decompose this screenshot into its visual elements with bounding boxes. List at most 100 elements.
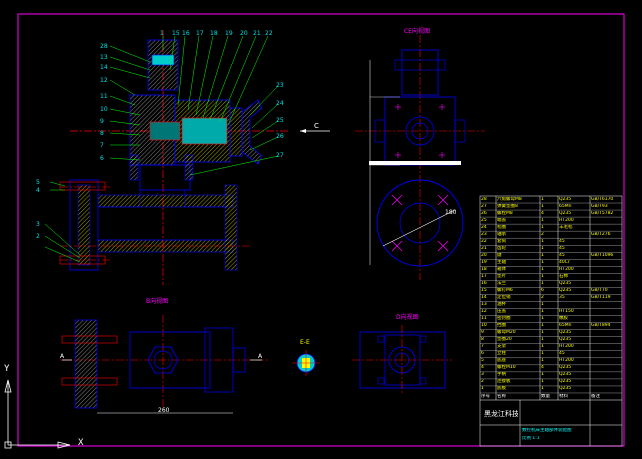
title-block-cell: 27 [481,203,487,209]
title-block-cell: 45 [559,252,565,258]
callout-top-1: 15 [172,30,180,37]
title-block-cell: 17 [481,273,487,279]
title-block-cell: 羊毛毡 [559,224,573,230]
title-block-cell: Q235 [559,210,572,216]
title-block-cell: 1 [541,245,544,251]
title-block-cell: 2 [541,231,544,237]
title-block-cell: 底板 [497,386,506,392]
callout-left-3: 12 [100,77,108,84]
title-block-cell: HT200 [559,344,574,350]
callout-top-0: 1 [160,30,164,37]
title-block-cell: 1 [541,266,544,272]
title-block-cell: 端盖 [497,217,506,223]
callout-left-10: 5 [36,179,40,186]
title-block-cell: 毡圈 [497,224,506,230]
callout-left-11: 4 [36,187,40,194]
title-block-cell: 键 [497,252,502,258]
d-direction-view[interactable] [352,325,452,395]
title-block-drawing-title: 数控机床主轴部件装配图 [522,428,572,433]
title-block-header-cell: 数量 [541,393,550,399]
callout-left-2: 14 [100,64,108,71]
title-block-cell: 18 [481,266,487,272]
title-block-cell: Q235 [559,365,572,371]
ce-direction-view[interactable] [355,35,485,280]
title-block-cell: 9 [481,330,484,336]
callout-top-2: 16 [182,30,190,37]
leader-lines-left [44,45,151,263]
drawing-border [17,13,625,447]
title-block-cell: 套筒 [497,238,506,244]
callout-right-0: 23 [276,82,284,89]
title-block-cell: 六角螺母M8 [497,196,522,202]
title-block-cell: 8 [481,337,484,343]
title-block-cell: 23 [481,231,487,237]
title-block-cell: 1 [541,203,544,209]
ce-view-title: CE向视图 [404,28,430,35]
title-block-cell: GB/T894 [591,323,611,329]
title-block-cell: 40Cr [559,259,570,265]
title-block-cell: 1 [541,309,544,315]
title-block-cell: 13 [481,302,487,307]
title-block-cell: Q235 [559,372,572,378]
title-block-cell: GB/T70 [591,287,608,293]
title-block-cell: 螺栓M10 [497,365,516,371]
callout-left-7: 8 [100,130,104,137]
title-block-cell: 6 [541,287,544,293]
title-block-cell: 3 [481,372,484,378]
title-block-header-cell: 备注 [591,393,600,399]
title-block-cell: 5 [481,358,484,364]
title-block-cell: 挡圈 [497,323,506,329]
title-block-school: 黑龙江科技学院 [484,410,518,418]
title-block-cell: 45 [559,351,565,357]
callout-left-13: 2 [36,233,40,240]
callout-left-1: 13 [100,54,108,61]
title-block-cell: 箱体 [497,266,506,272]
title-block-cell: 4 [541,210,544,216]
callout-left-5: 10 [100,106,108,113]
section-a-right-label: A [258,353,263,360]
detail-e-e[interactable] [292,350,320,376]
title-block-cell: 油杯 [497,302,506,307]
callout-left-0: 28 [100,43,108,50]
title-block-cell: 主轴 [497,259,506,265]
title-block-row-lines [480,202,622,394]
title-block-cell: 垫圈20 [497,337,512,343]
title-block-cell: 1 [541,259,544,265]
title-block-cell: Q235 [559,386,572,392]
title-block-cell: 螺母M20 [497,330,516,336]
title-block-cell: 4 [481,365,484,371]
leader-lines-top [162,35,279,176]
title-block-cell: 16 [481,280,487,286]
bottom-width-dim: 260 [158,407,170,414]
title-block-cell: 14 [481,295,487,300]
title-block-cell: HT200 [559,358,574,364]
title-block-cell: 2 [481,379,484,385]
title-block-cell: 1 [541,379,544,385]
title-block-cell: 35 [559,295,565,300]
title-block-cell: 10 [481,323,487,329]
title-block-cell: HT200 [559,266,574,272]
b-direction-view[interactable] [60,315,270,414]
title-block-cell: Q235 [559,287,572,293]
section-a-left-label: A [60,353,65,360]
title-block-cell: 65Mn [559,203,572,209]
title-block-cell: 底座 [497,358,506,364]
title-block-cell: Q235 [559,280,572,286]
title-block-cell: 压盖 [497,309,506,315]
callout-left-9: 6 [100,155,104,162]
title-block-header-cell: 序号 [481,393,490,399]
title-block-cell: 1 [541,280,544,286]
title-block-cell: 1 [541,316,544,322]
title-block-cell: 1 [541,252,544,258]
title-block-cell: 15 [481,287,487,293]
callout-top-7: 21 [253,30,261,37]
title-block-header-cell: 名称 [497,393,506,399]
title-block-cell: 1 [541,224,544,230]
title-block-cell: 26 [481,210,487,216]
title-block-cell: 轴承 [497,231,506,237]
title-block-grid[interactable] [479,195,623,447]
title-block-cell: GB/T6170 [591,196,614,202]
title-block-cell: 法兰 [497,280,506,286]
callout-top-4: 18 [210,30,218,37]
